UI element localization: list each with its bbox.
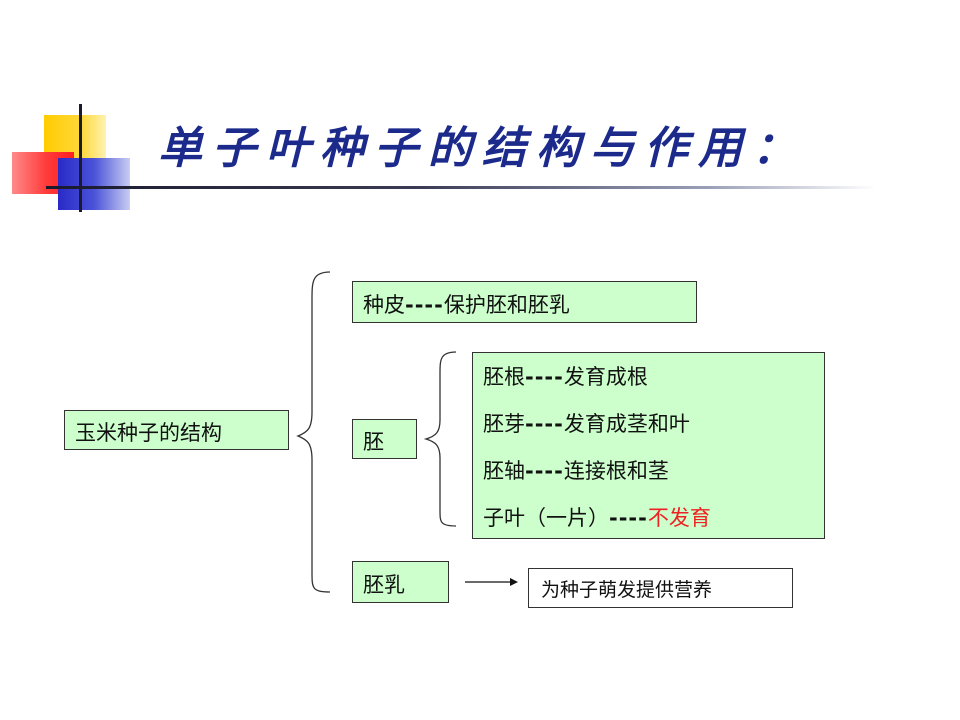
embryo-part-cotyledon: 子叶（一片）----不发育 (483, 500, 824, 547)
endosperm-function-box: 为种子萌发提供营养 (528, 568, 793, 608)
embryo-node: 胚 (352, 419, 417, 459)
part-desc-highlight: 不发育 (647, 506, 711, 530)
part-sep: ---- (525, 365, 564, 389)
endosperm-name: 胚乳 (363, 573, 405, 597)
seed-coat-sep: ---- (405, 293, 444, 317)
endosperm-node: 胚乳 (352, 561, 449, 603)
embryo-part-hypocotyl: 胚轴----连接根和茎 (483, 453, 824, 500)
root-label: 玉米种子的结构 (75, 421, 222, 445)
part-sep: ---- (525, 412, 564, 436)
embryo-part-plumule: 胚芽----发育成茎和叶 (483, 406, 824, 453)
endosperm-function: 为种子萌发提供营养 (541, 579, 713, 601)
part-name: 胚芽 (483, 412, 525, 436)
part-name: 子叶（一片） (483, 506, 609, 530)
seed-coat-name: 种皮 (363, 293, 405, 317)
seed-coat-node: 种皮----保护胚和胚乳 (352, 281, 697, 323)
decor-vertical-line (79, 104, 82, 212)
seed-coat-desc: 保护胚和胚乳 (443, 293, 570, 317)
part-name: 胚轴 (483, 459, 525, 483)
embryo-part-radicle: 胚根----发育成根 (483, 359, 824, 406)
part-sep: ---- (525, 459, 564, 483)
embryo-parts-box: 胚根----发育成根 胚芽----发育成茎和叶 胚轴----连接根和茎 子叶（一… (472, 352, 825, 539)
slide-title: 单子叶种子的结构与作用： (158, 123, 806, 174)
arrow-head-icon (510, 578, 518, 586)
part-name: 胚根 (483, 365, 525, 389)
main-brace (296, 271, 331, 593)
part-desc: 连接根和茎 (563, 459, 669, 483)
part-desc: 发育成根 (563, 365, 648, 389)
decor-blue-square (58, 158, 130, 210)
embryo-name: 胚 (363, 430, 384, 454)
title-underline (46, 186, 876, 189)
part-sep: ---- (609, 506, 648, 530)
part-desc: 发育成茎和叶 (563, 412, 690, 436)
root-node: 玉米种子的结构 (64, 410, 289, 450)
embryo-brace (423, 351, 457, 527)
